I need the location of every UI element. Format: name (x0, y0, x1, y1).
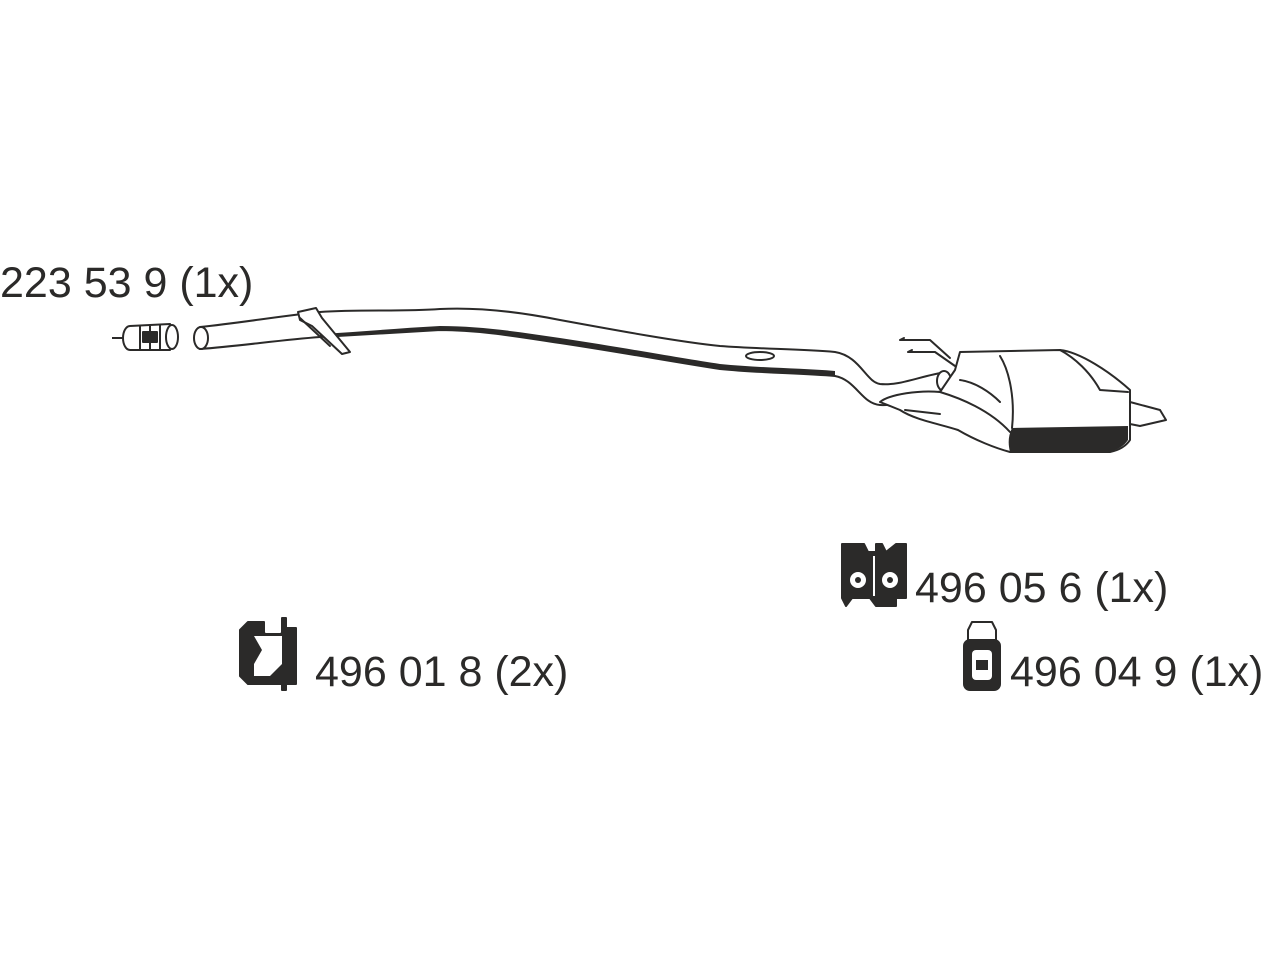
pipe-shading (320, 326, 835, 376)
rubber-mount-icon (239, 617, 297, 691)
part-label-rubber-hanger: 496 04 9 (1x) (1010, 648, 1264, 696)
part-label-clamp: 223 53 9 (1x) (0, 259, 254, 307)
twin-hanger-icon (841, 543, 907, 607)
part-label-rubber-mount: 496 01 8 (2x) (315, 648, 569, 696)
pipe-top-edge (199, 307, 947, 386)
rubber-hanger-icon (963, 621, 1001, 691)
pipe-bracket (297, 307, 351, 355)
silencer-body (879, 349, 1131, 453)
silencer-shading (1008, 426, 1128, 452)
tailpipe (1129, 401, 1167, 427)
exhaust-pipe-assembly (193, 307, 1167, 453)
pipe-clamp-icon (112, 323, 179, 351)
pipe-mark (745, 351, 775, 361)
part-label-twin-hanger: 496 05 6 (1x) (915, 564, 1169, 612)
pipe-inlet (193, 326, 209, 350)
silencer-hanger-rods (899, 337, 956, 367)
